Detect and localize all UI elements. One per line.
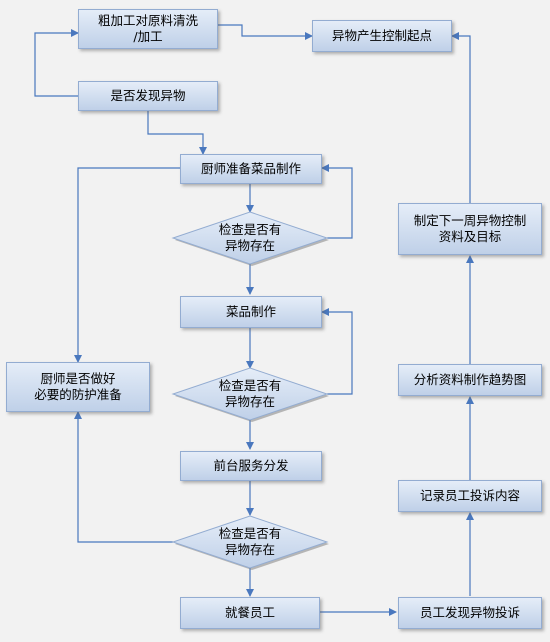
decision-check-3-shape bbox=[171, 515, 329, 570]
node-dish-make: 菜品制作 bbox=[180, 296, 322, 328]
arrow-check2-loop bbox=[321, 308, 353, 395]
node-rough-process-label: 粗加工对原料清洗 /加工 bbox=[97, 13, 198, 44]
arrow-found-to-prepare bbox=[147, 111, 207, 155]
node-analyze-trend: 分析资料制作趋势图 bbox=[398, 364, 542, 396]
decision-check-2-shape bbox=[171, 367, 329, 422]
node-record-complaint-label: 记录员工投诉内容 bbox=[419, 488, 520, 503]
node-chef-prepare-label: 厨师准备菜品制作 bbox=[200, 161, 301, 176]
arrow-rough-to-start bbox=[218, 24, 313, 40]
node-control-start-label: 异物产生控制起点 bbox=[331, 28, 432, 43]
node-control-start: 异物产生控制起点 bbox=[312, 20, 452, 52]
node-foreign-found: 是否发现异物 bbox=[78, 81, 218, 111]
decision-check-2-label: 检查是否有 异物存在 bbox=[218, 378, 282, 409]
arrow-found-to-rough bbox=[34, 29, 79, 97]
arrow-prepare-to-protect bbox=[74, 167, 180, 363]
arrow-check1-loop bbox=[321, 164, 353, 239]
node-dish-make-label: 菜品制作 bbox=[225, 304, 276, 319]
node-rough-process: 粗加工对原料清洗 /加工 bbox=[78, 9, 218, 49]
node-front-serve: 前台服务分发 bbox=[180, 451, 322, 481]
node-staff-complaint: 员工发现异物投诉 bbox=[398, 597, 542, 629]
node-staff-complaint-label: 员工发现异物投诉 bbox=[419, 605, 520, 620]
node-record-complaint: 记录员工投诉内容 bbox=[398, 480, 542, 512]
arrow-plan-to-start bbox=[451, 32, 471, 203]
node-customer-staff: 就餐员工 bbox=[180, 597, 320, 629]
arrow-check3-to-protect bbox=[74, 411, 173, 543]
node-foreign-found-label: 是否发现异物 bbox=[110, 88, 186, 103]
decision-check-2: 检查是否有 异物存在 bbox=[171, 367, 329, 422]
node-analyze-trend-label: 分析资料制作趋势图 bbox=[413, 372, 527, 387]
node-front-serve-label: 前台服务分发 bbox=[213, 458, 289, 473]
node-customer-staff-label: 就餐员工 bbox=[224, 605, 275, 620]
node-chef-protect-label: 厨师是否做好 必要的防护准备 bbox=[34, 371, 122, 402]
decision-check-1-shape bbox=[171, 211, 329, 266]
decision-check-3: 检查是否有 异物存在 bbox=[171, 515, 329, 570]
decision-check-1-label: 检查是否有 异物存在 bbox=[218, 222, 282, 253]
node-chef-prepare: 厨师准备菜品制作 bbox=[180, 154, 322, 184]
node-chef-protect: 厨师是否做好 必要的防护准备 bbox=[6, 362, 150, 412]
decision-check-1: 检查是否有 异物存在 bbox=[171, 211, 329, 266]
node-next-week-plan: 制定下一周异物控制 资料及目标 bbox=[398, 203, 542, 255]
decision-check-3-label: 检查是否有 异物存在 bbox=[218, 526, 282, 557]
node-next-week-plan-label: 制定下一周异物控制 资料及目标 bbox=[413, 213, 527, 244]
